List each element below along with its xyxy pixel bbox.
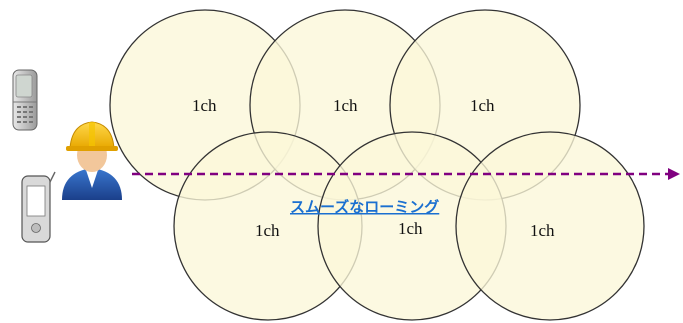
cell-top-2-label: 1ch [333, 96, 358, 115]
arrow-head-icon [668, 168, 680, 180]
worker-hardhat-icon [62, 121, 122, 200]
cell-circles [109, 9, 645, 321]
cell-top-1-label: 1ch [192, 96, 217, 115]
cell-top-3-label: 1ch [470, 96, 495, 115]
cell-bottom-3-label: 1ch [530, 221, 555, 240]
cell-bottom-2-label: 1ch [398, 219, 423, 238]
roaming-path-arrow [132, 168, 680, 180]
cell-bottom-3-circle [455, 131, 645, 321]
pda-icon [21, 171, 56, 243]
roaming-label: スムーズなローミング [290, 198, 439, 216]
mobile-phone-icon [12, 69, 38, 131]
cell-bottom-1-label: 1ch [255, 221, 280, 240]
